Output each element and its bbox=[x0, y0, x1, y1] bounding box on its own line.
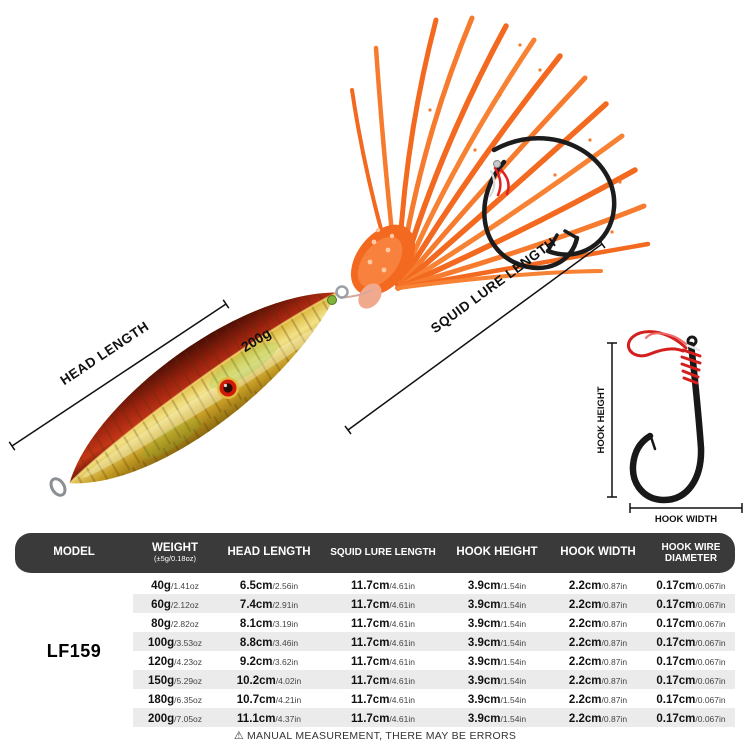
spec-cell-weight: 80g/2.82oz bbox=[151, 617, 199, 630]
spec-cell-hook-wire-diameter: 0.17cm/0.067in bbox=[656, 655, 726, 668]
spec-cell-hook-height: 3.9cm/1.54in bbox=[467, 579, 527, 592]
weight-header-main: WEIGHT bbox=[152, 542, 198, 555]
spec-cell-weight: 150g/5.29oz bbox=[133, 670, 217, 689]
col-header-weight: WEIGHT (±5g/0.18oz) bbox=[133, 533, 217, 575]
spec-cell-hook-height: 3.9cm/1.54in bbox=[445, 594, 549, 613]
hook-width-dimension: HOOK WIDTH bbox=[629, 503, 743, 525]
spec-table: MODEL WEIGHT (±5g/0.18oz) HEAD LENGTH SQ… bbox=[15, 533, 735, 727]
spec-cell-squid-lure-length: 11.7cm/4.61in bbox=[351, 655, 415, 668]
spec-cell-hook-width: 2.2cm/0.87in bbox=[568, 693, 628, 706]
spec-cell-squid-lure-length: 11.7cm/4.61in bbox=[351, 617, 415, 630]
spec-cell-squid-lure-length: 11.7cm/4.61in bbox=[321, 594, 445, 613]
spec-cell-weight: 180g/6.35oz bbox=[147, 693, 203, 706]
spec-cell-weight: 100g/3.53oz bbox=[133, 632, 217, 651]
hook-wire-header-line2: DIAMETER bbox=[664, 553, 718, 564]
spec-cell-hook-width: 2.2cm/0.87in bbox=[568, 579, 628, 592]
table-row: 180g/6.35oz 10.7cm/4.21in 11.7cm/4.61in 3.9… bbox=[15, 689, 735, 708]
spec-cell-hook-wire-diameter: 0.17cm/0.067in bbox=[647, 708, 735, 727]
spec-cell-head-length: 6.5cm/2.56in bbox=[239, 579, 299, 592]
col-header-squid-lure-length: SQUID LURE LENGTH bbox=[321, 533, 445, 575]
hook-wire-header-line1: HOOK WIRE bbox=[661, 541, 721, 553]
warning-icon: ⚠ bbox=[233, 730, 244, 742]
skirt-sparkles bbox=[428, 43, 622, 234]
measurement-note-text: MANUAL MEASUREMENT, THERE MAY BE ERRORS bbox=[246, 730, 517, 742]
spec-cell-hook-wire-diameter: 0.17cm/0.067in bbox=[647, 594, 735, 613]
col-header-hook-wire-diameter: HOOK WIRE DIAMETER bbox=[647, 533, 735, 575]
spec-cell-head-length: 10.2cm/4.02in bbox=[217, 670, 321, 689]
table-row: LF159 40g/1.41oz 6.5cm/2.56in 11.7cm/4.61in… bbox=[15, 575, 735, 727]
spec-cell-hook-wire-diameter: 0.17cm/0.067in bbox=[647, 670, 735, 689]
spec-cell-weight: 200g/7.05oz bbox=[133, 708, 217, 727]
spec-cell-hook-width: 2.2cm/0.87in bbox=[549, 670, 647, 689]
single-hook-icon bbox=[629, 335, 705, 504]
hook-width-label: HOOK WIDTH bbox=[655, 514, 717, 525]
assist-hooks bbox=[482, 136, 617, 271]
spec-cell-head-length: 7.4cm/2.91in bbox=[217, 594, 321, 613]
spec-cell-hook-width: 2.2cm/0.87in bbox=[549, 708, 647, 727]
spec-cell-head-length: 9.2cm/3.62in bbox=[239, 655, 299, 668]
table-row: 120g/4.23oz 9.2cm/3.62in 11.7cm/4.61in 3.9c… bbox=[15, 651, 735, 670]
spec-cell-hook-wire-diameter: 0.17cm/0.067in bbox=[656, 617, 726, 630]
teaser-flash bbox=[488, 160, 510, 198]
squid-lure-length-label: SQUID LURE LENGTH bbox=[428, 235, 559, 336]
weight-header-tolerance: (±5g/0.18oz) bbox=[153, 554, 197, 564]
model-cell: LF159 bbox=[15, 575, 133, 727]
spec-cell-hook-width: 2.2cm/0.87in bbox=[568, 617, 628, 630]
table-row: 80g/2.82oz 8.1cm/3.19in 11.7cm/4.61in 3.9cm… bbox=[15, 613, 735, 632]
spec-cell-hook-height: 3.9cm/1.54in bbox=[445, 670, 549, 689]
head-length-label: HEAD LENGTH bbox=[57, 319, 151, 388]
col-header-head-length: HEAD LENGTH bbox=[217, 533, 321, 575]
spec-table-body: LF159 40g/1.41oz 6.5cm/2.56in 11.7cm/4.61in… bbox=[15, 575, 735, 727]
spec-cell-hook-width: 2.2cm/0.87in bbox=[549, 594, 647, 613]
spec-cell-squid-lure-length: 11.7cm/4.61in bbox=[351, 693, 415, 706]
spec-cell-squid-lure-length: 11.7cm/4.61in bbox=[321, 670, 445, 689]
col-header-hook-height: HOOK HEIGHT bbox=[445, 533, 549, 575]
hook-inset: HOOK HEIGHT HOOK WIDTH bbox=[596, 330, 743, 525]
hook-height-dimension: HOOK HEIGHT bbox=[596, 342, 617, 498]
col-header-hook-width: HOOK WIDTH bbox=[549, 533, 647, 575]
col-header-model: MODEL bbox=[15, 533, 133, 575]
spec-table-header: MODEL WEIGHT (±5g/0.18oz) HEAD LENGTH SQ… bbox=[15, 533, 735, 575]
spec-cell-hook-height: 3.9cm/1.54in bbox=[467, 693, 527, 706]
spec-cell-squid-lure-length: 11.7cm/4.61in bbox=[351, 579, 415, 592]
spec-cell-hook-height: 3.9cm/1.54in bbox=[445, 632, 549, 651]
spec-cell-hook-height: 3.9cm/1.54in bbox=[467, 655, 527, 668]
product-diagram: 200g HEAD LENGTH SQUID LURE LENGT bbox=[8, 15, 743, 525]
squid-hood bbox=[350, 224, 416, 309]
lure-body: 200g bbox=[41, 264, 364, 510]
hook-height-label: HOOK HEIGHT bbox=[596, 386, 607, 453]
spec-cell-weight: 40g/1.41oz bbox=[151, 579, 199, 592]
spec-cell-hook-width: 2.2cm/0.87in bbox=[549, 632, 647, 651]
lure-hardware bbox=[49, 285, 349, 497]
spec-cell-squid-lure-length: 11.7cm/4.61in bbox=[321, 708, 445, 727]
lure-eye bbox=[217, 377, 239, 399]
spec-cell-hook-wire-diameter: 0.17cm/0.067in bbox=[656, 693, 726, 706]
spec-cell-hook-height: 3.9cm/1.54in bbox=[445, 708, 549, 727]
spec-cell-head-length: 8.8cm/3.46in bbox=[217, 632, 321, 651]
measurement-note: ⚠MANUAL MEASUREMENT, THERE MAY BE ERRORS bbox=[0, 729, 750, 742]
hook-thread bbox=[627, 330, 702, 385]
spec-cell-squid-lure-length: 11.7cm/4.61in bbox=[321, 632, 445, 651]
spec-cell-weight: 120g/4.23oz bbox=[147, 655, 203, 668]
spec-cell-head-length: 10.7cm/4.21in bbox=[236, 693, 302, 706]
spec-cell-head-length: 11.1cm/4.37in bbox=[217, 708, 321, 727]
spec-cell-hook-wire-diameter: 0.17cm/0.067in bbox=[647, 632, 735, 651]
spec-cell-weight: 60g/2.12oz bbox=[133, 594, 217, 613]
spec-cell-hook-wire-diameter: 0.17cm/0.067in bbox=[656, 579, 726, 592]
spec-cell-head-length: 8.1cm/3.19in bbox=[239, 617, 299, 630]
spec-cell-hook-width: 2.2cm/0.87in bbox=[568, 655, 628, 668]
spec-cell-hook-height: 3.9cm/1.54in bbox=[467, 617, 527, 630]
